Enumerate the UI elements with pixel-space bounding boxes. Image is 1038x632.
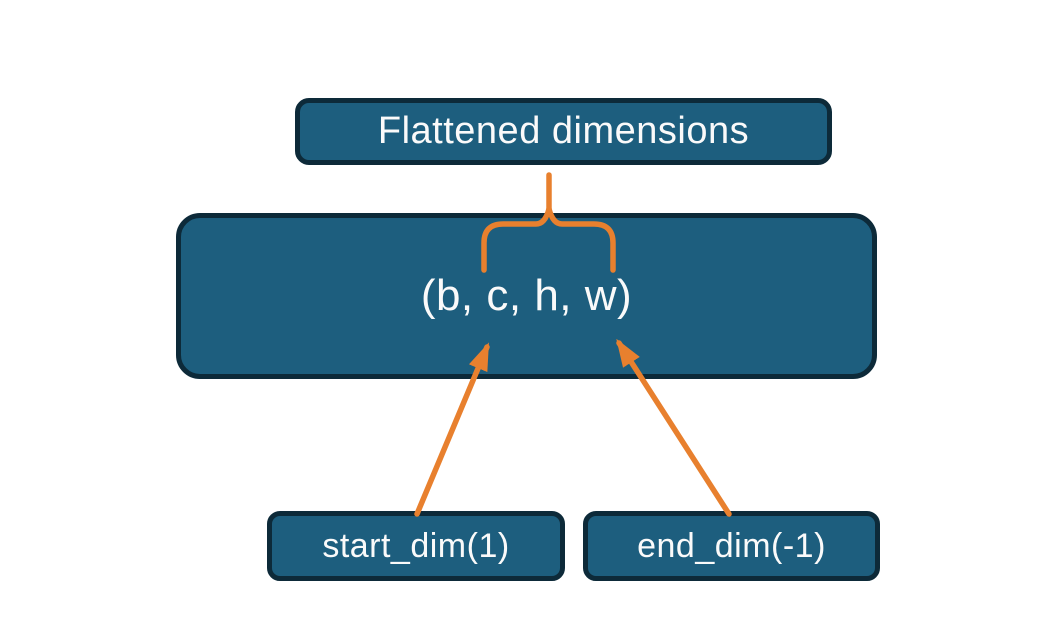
end-dim-label: end_dim(-1): [637, 526, 826, 565]
tensor-shape-label: (b, c, h, w): [420, 271, 633, 320]
node-tensor-shape: (b, c, h, w): [176, 213, 877, 379]
node-start-dim: start_dim(1): [267, 511, 565, 581]
start-dim-label: start_dim(1): [322, 526, 510, 565]
node-end-dim: end_dim(-1): [583, 511, 880, 581]
node-flattened-dimensions: Flattened dimensions: [295, 98, 832, 165]
flattened-dimensions-label: Flattened dimensions: [377, 110, 750, 152]
